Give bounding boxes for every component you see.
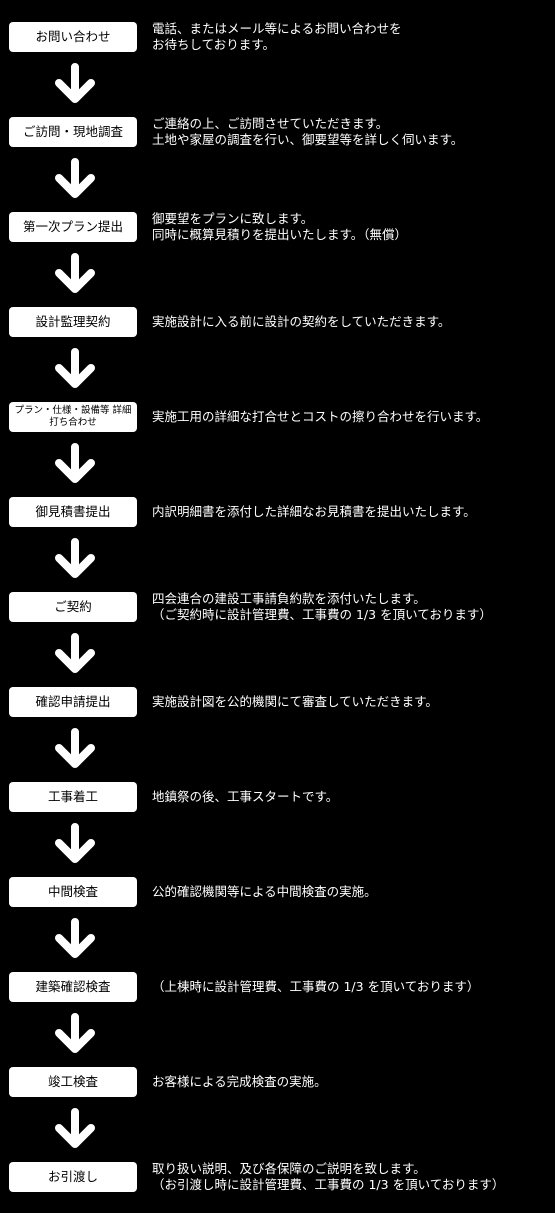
step-description-line: 電話、またはメール等によるお問い合わせを bbox=[152, 21, 402, 36]
step-description-line: 実施設計に入る前に設計の契約をしていただきます。 bbox=[152, 314, 451, 329]
step-description: 内訳明細書を添付した詳細なお見積書を提出いたします。 bbox=[152, 504, 552, 520]
step-description: 御要望をプランに致します。同時に概算見積りを提出いたします。（無償） bbox=[152, 211, 552, 243]
flow-step: 御見積書提出内訳明細書を添付した詳細なお見積書を提出いたします。 bbox=[0, 492, 555, 532]
arrow-down-icon bbox=[53, 917, 97, 962]
step-description: （上棟時に設計管理費、工事費の 1/3 を頂いております） bbox=[152, 979, 552, 995]
arrow-down-icon bbox=[53, 727, 97, 772]
step-description: 四会連合の建設工事請負約款を添付いたします。（ご契約時に設計管理費、工事費の 1… bbox=[152, 591, 552, 623]
step-label: プラン・仕様・設備等 詳細打ち合わせ bbox=[9, 402, 137, 432]
step-label: 御見積書提出 bbox=[9, 497, 137, 527]
step-label: 中間検査 bbox=[9, 877, 137, 907]
step-description: 実施設計に入る前に設計の契約をしていただきます。 bbox=[152, 314, 552, 330]
step-label: 確認申請提出 bbox=[9, 687, 137, 717]
step-label: ご契約 bbox=[9, 592, 137, 622]
flow-step: ご契約四会連合の建設工事請負約款を添付いたします。（ご契約時に設計管理費、工事費… bbox=[0, 587, 555, 627]
flow-step: 工事着工地鎮祭の後、工事スタートです。 bbox=[0, 777, 555, 817]
step-description: お客様による完成検査の実施。 bbox=[152, 1074, 552, 1090]
flow-step: お問い合わせ電話、またはメール等によるお問い合わせをお待ちしております。 bbox=[0, 17, 555, 57]
arrow-down-icon bbox=[53, 252, 97, 297]
step-description: ご連絡の上、ご訪問させていただきます。土地や家屋の調査を行い、御要望等を詳しく伺… bbox=[152, 116, 552, 148]
step-description-line: （お引渡し時に設計管理費、工事費の 1/3 を頂いております） bbox=[152, 1177, 505, 1192]
step-label: 工事着工 bbox=[9, 782, 137, 812]
flow-step: 建築確認検査 （上棟時に設計管理費、工事費の 1/3 を頂いております） bbox=[0, 967, 555, 1007]
step-description-line: 地鎮祭の後、工事スタートです。 bbox=[152, 789, 339, 804]
step-description-line: 取り扱い説明、及び各保障のご説明を致します。 bbox=[152, 1161, 426, 1176]
step-description-line: 御要望をプランに致します。 bbox=[152, 211, 314, 226]
step-description: 取り扱い説明、及び各保障のご説明を致します。（お引渡し時に設計管理費、工事費の … bbox=[152, 1161, 552, 1193]
step-label: 建築確認検査 bbox=[9, 972, 137, 1002]
step-label: 第一次プラン提出 bbox=[9, 212, 137, 242]
flow-step: プラン・仕様・設備等 詳細打ち合わせ実施工用の詳細な打合せとコストの擦り合わせを… bbox=[0, 397, 555, 437]
flow-step: 確認申請提出実施設計図を公的機関にて審査していただきます。 bbox=[0, 682, 555, 722]
step-description: 地鎮祭の後、工事スタートです。 bbox=[152, 789, 552, 805]
flow-step: 中間検査公的確認機関等による中間検査の実施。 bbox=[0, 872, 555, 912]
arrow-down-icon bbox=[53, 537, 97, 582]
flow-step: お引渡し取り扱い説明、及び各保障のご説明を致します。（お引渡し時に設計管理費、工… bbox=[0, 1157, 555, 1197]
arrow-down-icon bbox=[53, 822, 97, 867]
step-description-line: 実施工用の詳細な打合せとコストの擦り合わせを行います。 bbox=[152, 409, 489, 424]
step-description-line: 実施設計図を公的機関にて審査していただきます。 bbox=[152, 694, 438, 709]
step-description-line: 同時に概算見積りを提出いたします。（無償） bbox=[152, 227, 408, 242]
arrow-down-icon bbox=[53, 1107, 97, 1152]
step-description-line: 四会連合の建設工事請負約款を添付いたします。 bbox=[152, 591, 426, 606]
step-description-line: 内訳明細書を添付した詳細なお見積書を提出いたします。 bbox=[152, 504, 476, 519]
flow-step: ご訪問・現地調査ご連絡の上、ご訪問させていただきます。土地や家屋の調査を行い、御… bbox=[0, 112, 555, 152]
step-description-line: 公的確認機関等による中間検査の実施。 bbox=[152, 884, 377, 899]
arrow-down-icon bbox=[53, 157, 97, 202]
flow-step: 竣工検査お客様による完成検査の実施。 bbox=[0, 1062, 555, 1102]
step-description-line: （上棟時に設計管理費、工事費の 1/3 を頂いております） bbox=[152, 979, 480, 994]
step-label: 設計監理契約 bbox=[9, 307, 137, 337]
step-label: ご訪問・現地調査 bbox=[9, 117, 137, 147]
step-description: 実施設計図を公的機関にて審査していただきます。 bbox=[152, 694, 552, 710]
step-description: 電話、またはメール等によるお問い合わせをお待ちしております。 bbox=[152, 21, 552, 53]
arrow-down-icon bbox=[53, 347, 97, 392]
step-description: 公的確認機関等による中間検査の実施。 bbox=[152, 884, 552, 900]
step-description-line: お待ちしております。 bbox=[152, 37, 276, 52]
flow-step: 第一次プラン提出御要望をプランに致します。同時に概算見積りを提出いたします。（無… bbox=[0, 207, 555, 247]
arrow-down-icon bbox=[53, 1012, 97, 1057]
step-label: お引渡し bbox=[9, 1162, 137, 1192]
step-description-line: 土地や家屋の調査を行い、御要望等を詳しく伺います。 bbox=[152, 132, 464, 147]
step-description-line: （ご契約時に設計管理費、工事費の 1/3 を頂いております） bbox=[152, 607, 492, 622]
step-description-line: お客様による完成検査の実施。 bbox=[152, 1074, 327, 1089]
step-label: お問い合わせ bbox=[9, 22, 137, 52]
flow-step: 設計監理契約実施設計に入る前に設計の契約をしていただきます。 bbox=[0, 302, 555, 342]
arrow-down-icon bbox=[53, 62, 97, 107]
arrow-down-icon bbox=[53, 632, 97, 677]
step-description-line: ご連絡の上、ご訪問させていただきます。 bbox=[152, 116, 389, 131]
step-description: 実施工用の詳細な打合せとコストの擦り合わせを行います。 bbox=[152, 409, 552, 425]
step-label: 竣工検査 bbox=[9, 1067, 137, 1097]
arrow-down-icon bbox=[53, 442, 97, 487]
